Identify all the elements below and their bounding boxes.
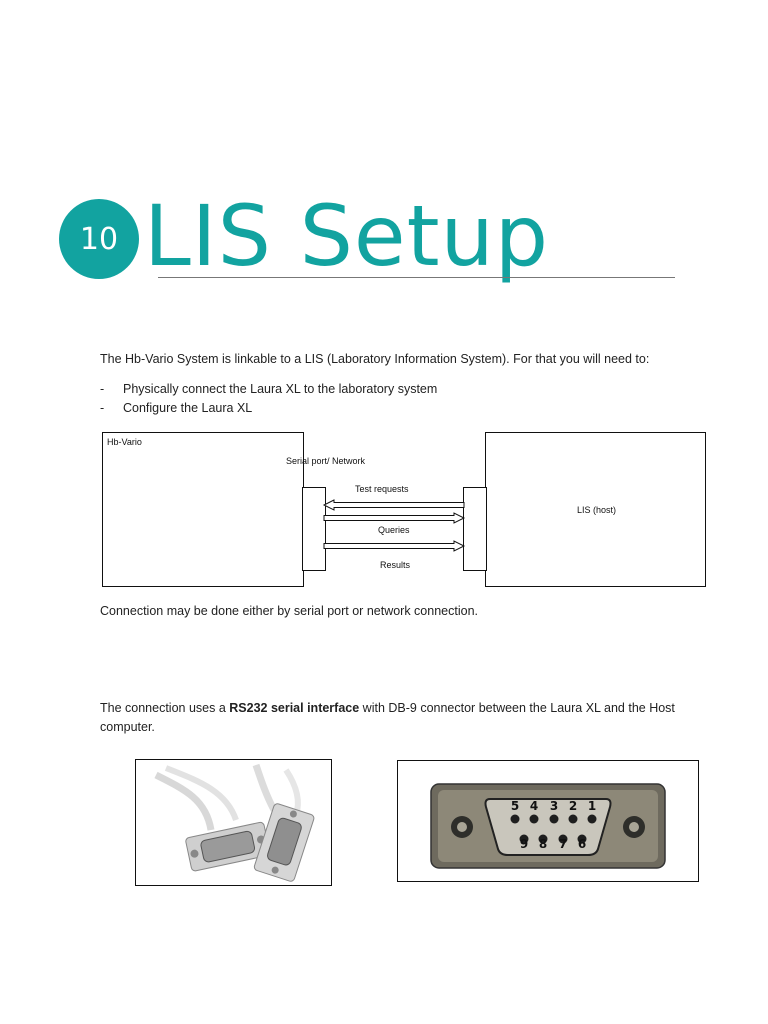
- connection-note: Connection may be done either by serial …: [100, 604, 478, 618]
- results-label: Results: [380, 560, 411, 570]
- pin-label: 1: [588, 799, 596, 813]
- db9-connector-illustration: 5 4 3 2 1 9 8 7 6: [398, 761, 698, 881]
- queries-label: Queries: [378, 525, 410, 535]
- port-label: Serial port/ Network: [286, 456, 366, 466]
- results-arrow: [323, 540, 466, 552]
- rs232-bold: RS232 serial interface: [229, 701, 360, 715]
- serial-cable-photo: [135, 759, 332, 886]
- bullet-item-connect: - Physically connect the Laura XL to the …: [100, 380, 437, 399]
- lis-host-box: LIS (host): [485, 432, 706, 587]
- bullet-item-configure: - Configure the Laura XL: [100, 399, 252, 418]
- serial-cable-illustration: [136, 760, 331, 885]
- queries-arrow: [323, 512, 466, 524]
- rs232-paragraph: The connection uses a RS232 serial inter…: [100, 699, 700, 737]
- pin-label: 7: [559, 837, 567, 851]
- pin-label: 8: [539, 837, 547, 851]
- title-underline: [158, 277, 675, 278]
- db9-connector-photo: 5 4 3 2 1 9 8 7 6: [397, 760, 699, 882]
- bullet-text: Configure the Laura XL: [123, 401, 253, 415]
- connection-arrows: [322, 499, 466, 552]
- chapter-number: 10: [79, 221, 119, 257]
- lis-host-port: [463, 487, 487, 571]
- pin-label: 5: [511, 799, 519, 813]
- lis-host-label: LIS (host): [577, 505, 617, 515]
- test-requests-arrow: [322, 499, 465, 511]
- chapter-number-badge: 10: [59, 199, 139, 279]
- rs232-suffix: with DB-9 connector between the Laura XL…: [100, 701, 675, 734]
- pin-label: 6: [578, 837, 586, 851]
- hb-vario-box: Hb-Vario: [102, 432, 304, 587]
- pin-label: 4: [530, 799, 538, 813]
- chapter-title: LIS Setup: [144, 187, 550, 285]
- rs232-prefix: The connection uses a: [100, 701, 230, 715]
- pin-label: 3: [550, 799, 558, 813]
- test-requests-label: Test requests: [355, 484, 409, 494]
- bullet-text: Physically connect the Laura XL to the l…: [123, 382, 438, 396]
- intro-paragraph: The Hb-Vario System is linkable to a LIS…: [100, 352, 650, 366]
- bullet-dash: -: [100, 401, 105, 415]
- pin-label: 2: [569, 799, 577, 813]
- bullet-dash: -: [100, 382, 105, 396]
- hb-vario-label: Hb-Vario: [107, 437, 142, 447]
- pin-label: 9: [520, 837, 528, 851]
- hb-vario-port: [302, 487, 326, 571]
